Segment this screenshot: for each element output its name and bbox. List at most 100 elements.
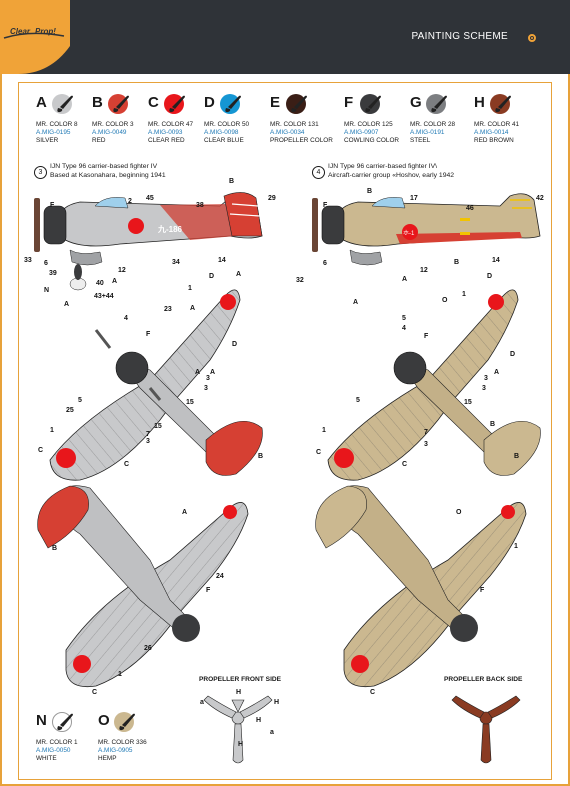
callout-s3_top-16: 3 bbox=[146, 438, 150, 445]
swatch-letter: B bbox=[92, 94, 103, 111]
callout-s3_bottom-6: C bbox=[92, 689, 97, 696]
callout-s3_top-7: 3 bbox=[206, 375, 210, 382]
paint-code: A.MIG-0093 bbox=[148, 129, 183, 136]
scheme-4-line1: IJN Type 96 carrier-based fighter IV\ bbox=[328, 163, 438, 170]
callout-prop-1: H bbox=[236, 689, 241, 696]
callout-s4_side-6: 6 bbox=[323, 260, 327, 267]
scheme-title-3: IJN Type 96 carrier-based fighter IV Bas… bbox=[50, 162, 166, 180]
callout-s3_top-18: C bbox=[38, 447, 43, 454]
swatch-letter: C bbox=[148, 94, 159, 111]
callout-s4_top-4: 4 bbox=[402, 325, 406, 332]
paint-desc: CLEAR BLUE bbox=[204, 137, 244, 144]
paint-chip bbox=[108, 94, 128, 114]
callout-s4_top-17: B bbox=[490, 421, 495, 428]
paint-name: MR. COLOR 28 bbox=[410, 121, 456, 128]
callout-s4_bottom-2: F bbox=[480, 587, 485, 594]
paint-code: A.MIG-0034 bbox=[270, 129, 305, 136]
callout-prop-3: H bbox=[256, 717, 261, 724]
callout-s3_top-15: 7 bbox=[146, 431, 150, 438]
callout-s3_side-4: 29 bbox=[268, 195, 276, 202]
paintbrush-icon bbox=[113, 95, 129, 113]
paintbrush-icon bbox=[225, 95, 241, 113]
callout-s3_top-1: 1 bbox=[188, 285, 192, 292]
callout-s4_top-2: 1 bbox=[462, 291, 466, 298]
aircraft-top-view-4 bbox=[327, 289, 541, 481]
tail-code-3: 九-186 bbox=[157, 224, 183, 234]
paint-chip bbox=[52, 94, 72, 114]
callout-s4_side-2: 46 bbox=[466, 205, 474, 212]
paint-desc: COWLING COLOR bbox=[344, 137, 400, 144]
callout-s3_side-9: 40 bbox=[96, 280, 104, 287]
paint-name: MR. COLOR 131 bbox=[270, 121, 319, 128]
callout-s3_side-10: 12 bbox=[118, 267, 126, 274]
callout-s3_top-4: 4 bbox=[124, 315, 128, 322]
callout-s3_top-19: C bbox=[124, 461, 129, 468]
paint-chip bbox=[52, 712, 72, 732]
callout-s4_top-13: 3 bbox=[424, 441, 428, 448]
scheme-number-3: 3 bbox=[34, 166, 47, 179]
callout-s4_top-9: A bbox=[494, 369, 499, 376]
callout-s3_top-3: 23 bbox=[164, 306, 172, 313]
paint-code: A.MIG-0014 bbox=[474, 129, 509, 136]
paintbrush-icon bbox=[57, 95, 73, 113]
paint-name: MR. COLOR 3 bbox=[92, 121, 134, 128]
callout-s3_top-5: D bbox=[232, 341, 237, 348]
page-title: PAINTING SCHEME bbox=[411, 31, 508, 42]
callout-s4_side-5: 32 bbox=[296, 277, 304, 284]
callout-s3_top-11: 15 bbox=[186, 399, 194, 406]
callout-prop-5: H bbox=[238, 741, 243, 748]
callout-s4_top-12: 7 bbox=[424, 429, 428, 436]
scheme-3-line2: Based at Kasonahara, beginning 1941 bbox=[50, 172, 166, 179]
paint-code: A.MIG-0195 bbox=[36, 129, 71, 136]
callout-prop-0: a bbox=[200, 699, 204, 706]
paint-name: MR. COLOR 125 bbox=[344, 121, 393, 128]
callout-s3_top-0: D bbox=[209, 273, 214, 280]
brand-logo: Clear Prop! bbox=[0, 0, 70, 74]
paint-name: MR. COLOR 47 bbox=[148, 121, 194, 128]
paint-desc: RED bbox=[92, 137, 106, 144]
aircraft-side-view-3: 九-186 bbox=[34, 192, 263, 291]
paint-chip bbox=[220, 94, 240, 114]
callout-s3_top-20: B bbox=[258, 453, 263, 460]
callout-s3_top-8: 3 bbox=[204, 385, 208, 392]
paint-desc: CLEAR RED bbox=[148, 137, 185, 144]
callout-prop-2: H bbox=[274, 699, 279, 706]
callout-s4_side-8: A bbox=[353, 299, 358, 306]
target-icon bbox=[528, 34, 536, 42]
callout-s3_side-14: N bbox=[44, 287, 49, 294]
callout-s4_bottom-1: 1 bbox=[514, 543, 518, 550]
callout-s3_side-7: 6 bbox=[44, 260, 48, 267]
paint-chip bbox=[114, 712, 134, 732]
paint-chip bbox=[426, 94, 446, 114]
callout-s3_bottom-0: A bbox=[182, 509, 187, 516]
tail-code-4: ホ-1 bbox=[403, 230, 415, 237]
paint-code: A.MIG-0191 bbox=[410, 129, 445, 136]
swatch-letter: G bbox=[410, 94, 422, 111]
paintbrush-icon bbox=[291, 95, 307, 113]
callout-s3_top-2: A bbox=[190, 305, 195, 312]
header-bar: Clear Prop! PAINTING SCHEME bbox=[0, 0, 570, 74]
callout-s3_top-14: 15 bbox=[154, 423, 162, 430]
callout-s4_top-14: 1 bbox=[322, 427, 326, 434]
aircraft-bottom-view-3 bbox=[37, 485, 249, 688]
callout-s4_bottom-0: O bbox=[456, 509, 462, 516]
scheme-3-line1: IJN Type 96 carrier-based fighter IV bbox=[50, 163, 158, 170]
swatch-letter: O bbox=[98, 712, 110, 729]
callout-s3_side-3: 38 bbox=[196, 202, 204, 209]
callout-s3_top-10: A bbox=[210, 369, 215, 376]
callout-s3_side-16: A bbox=[236, 271, 241, 278]
callout-s4_bottom-3: C bbox=[370, 689, 375, 696]
paintbrush-icon bbox=[495, 95, 511, 113]
callout-s4_side-0: B bbox=[367, 188, 372, 195]
callout-s3_top-6: F bbox=[146, 331, 151, 338]
paintbrush-icon bbox=[365, 95, 381, 113]
callout-s3_side-12: 14 bbox=[218, 257, 226, 264]
callout-s4_top-18: B bbox=[514, 453, 519, 460]
paint-chip bbox=[286, 94, 306, 114]
paint-name: MR. COLOR 50 bbox=[204, 121, 250, 128]
callout-s3_side-1: 2 bbox=[128, 198, 132, 205]
paint-name: MR. COLOR 336 bbox=[98, 739, 147, 746]
callout-s4_side-3: 42 bbox=[536, 195, 544, 202]
paint-desc: HEMP bbox=[98, 755, 117, 762]
